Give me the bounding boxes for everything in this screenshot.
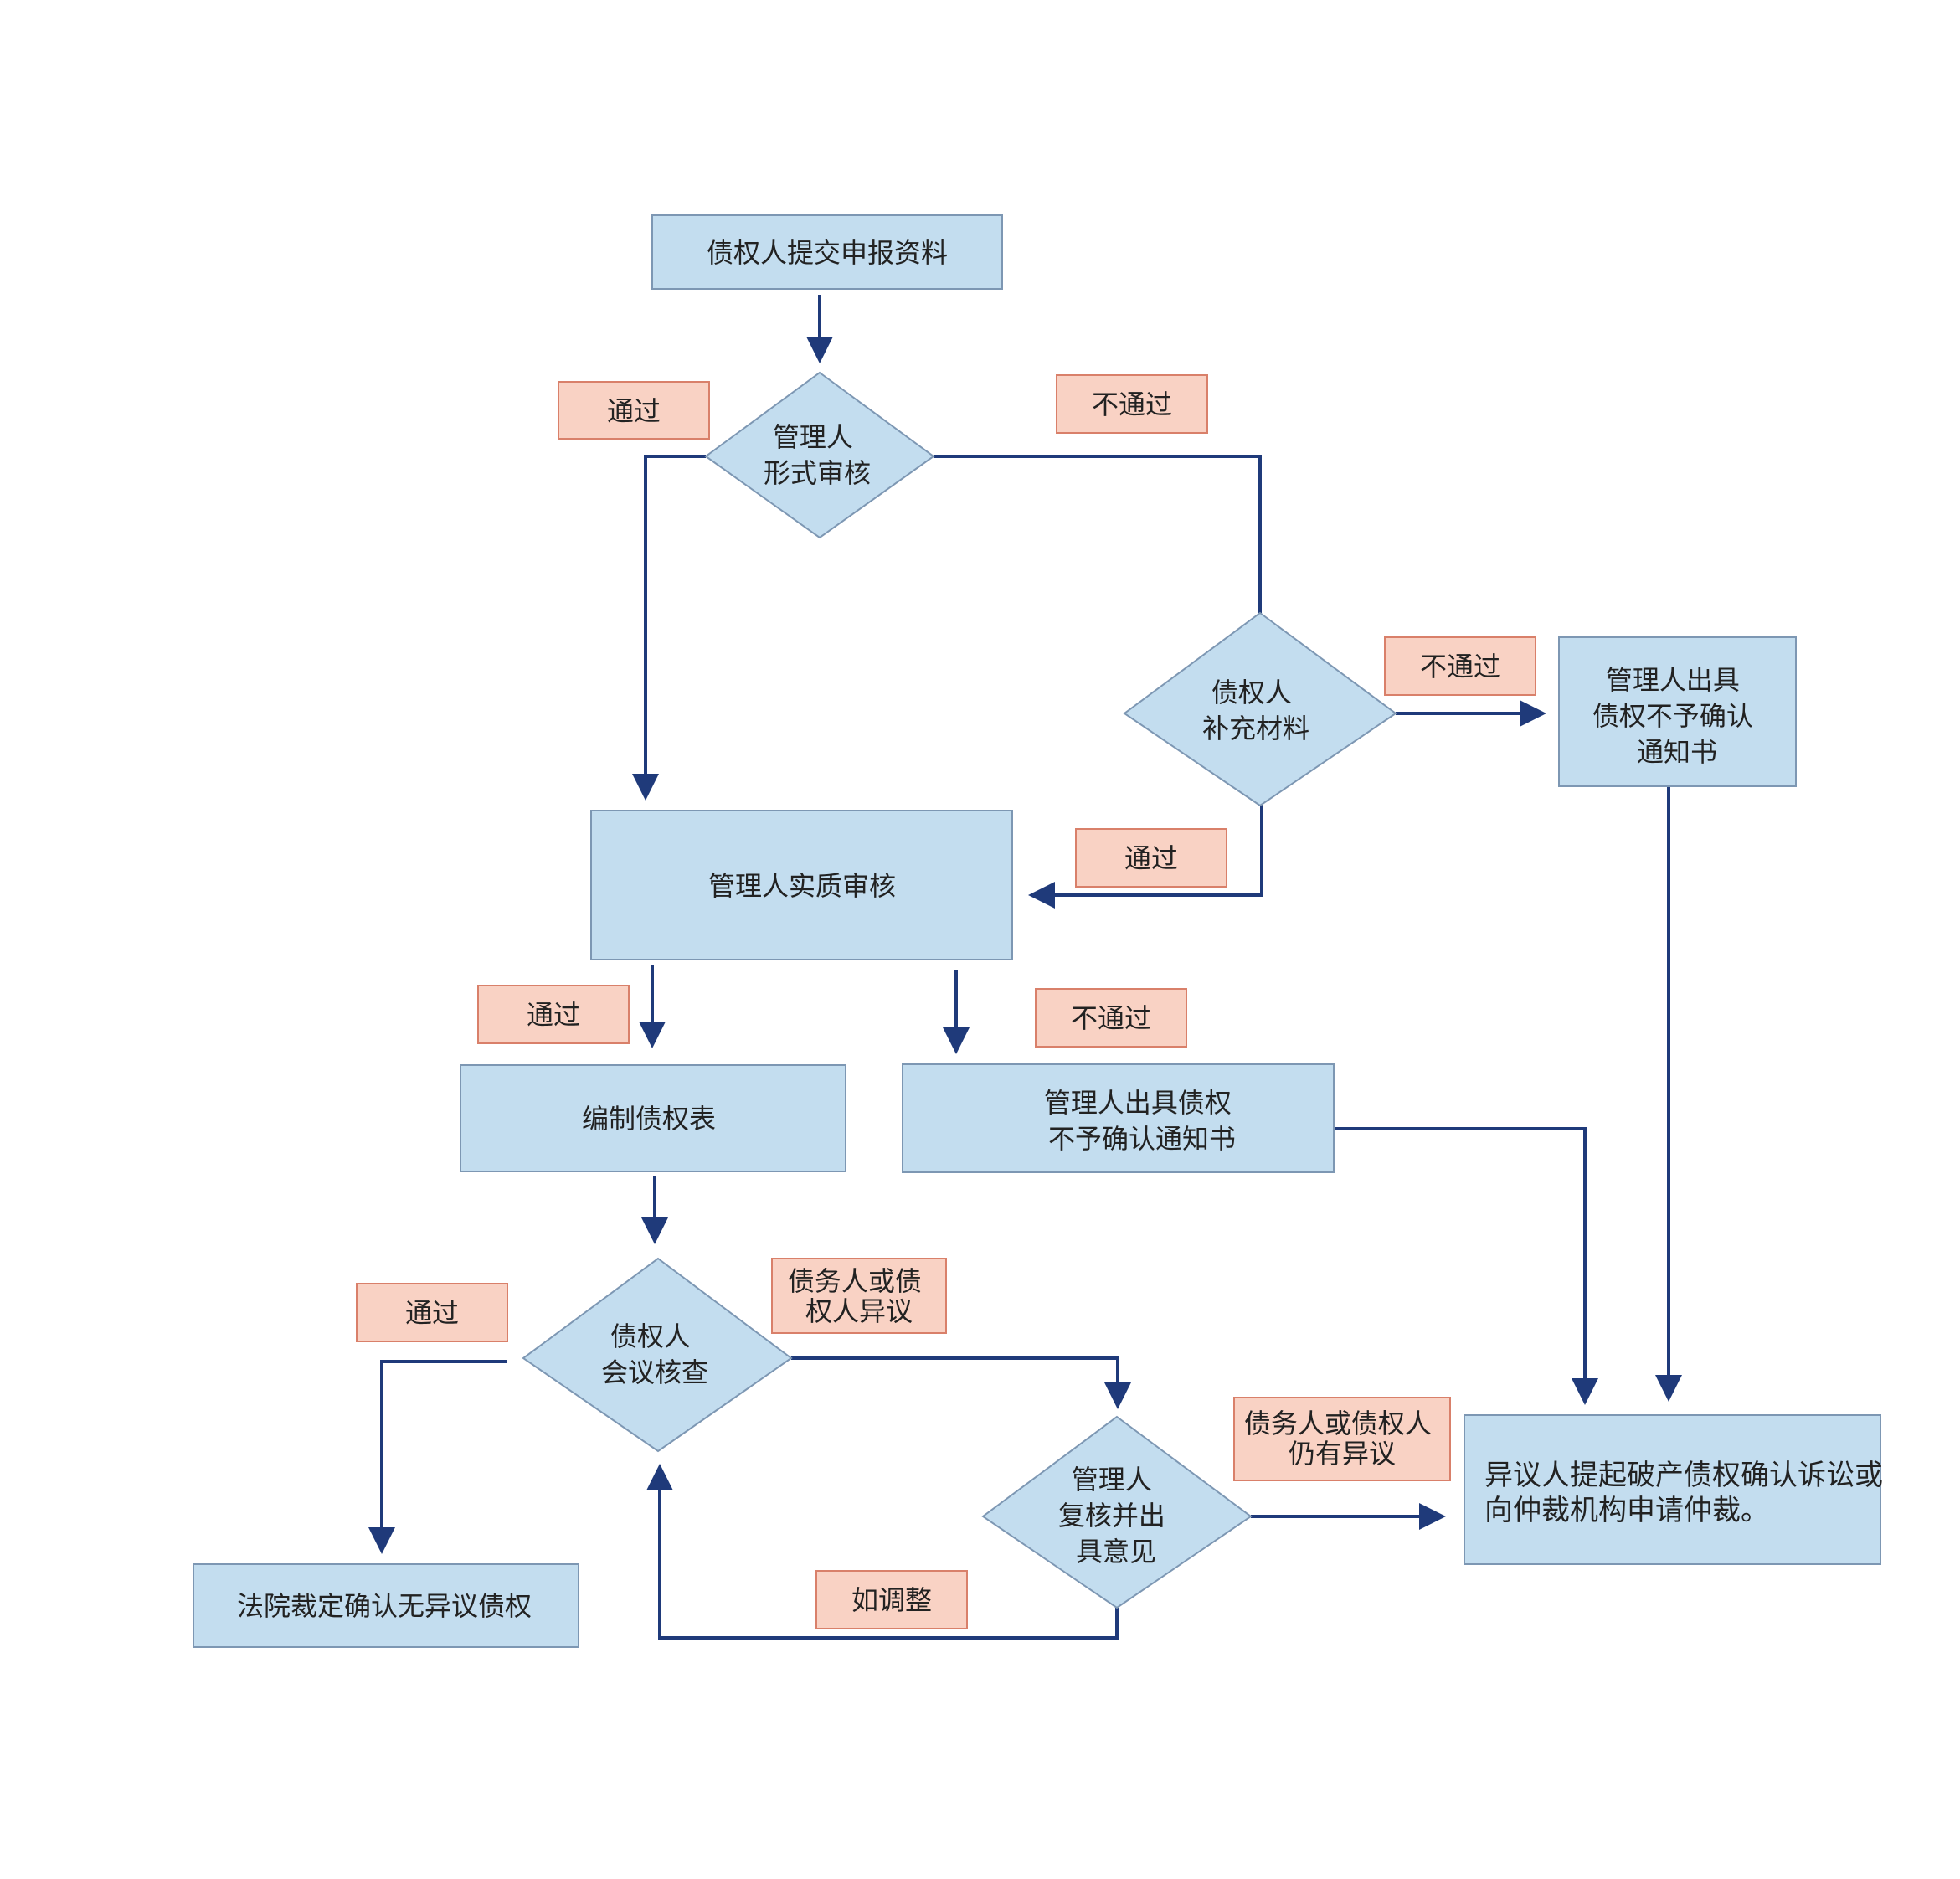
node-recheck: 管理人 复核并出 具意见 [981, 1415, 1253, 1609]
label-substantive-pass: 通过 [477, 985, 630, 1044]
label-text: 通过 [1124, 842, 1178, 874]
node-court: 法院裁定确认无异议债权 [193, 1563, 579, 1648]
label-formal-pass: 通过 [558, 381, 710, 440]
node-text: 管理人出具债权 不予确认通知书 [1044, 1087, 1240, 1155]
label-text: 债务人或债权人 仍有异议 [1244, 1408, 1440, 1470]
node-text: 管理人 形式审核 [764, 421, 871, 489]
node-text: 法院裁定确认无异议债权 [237, 1590, 532, 1622]
label-supplement-pass: 通过 [1075, 828, 1227, 888]
label-substantive-fail: 不通过 [1035, 988, 1187, 1048]
edge-meeting-pass-to-court [368, 1360, 507, 1554]
label-supplement-fail: 不通过 [1384, 636, 1536, 696]
node-text: 异议人提起破产债权确认诉讼或 向仲裁机构申请仲裁。 [1484, 1459, 1892, 1527]
node-text: 债权人 补充材料 [1202, 677, 1309, 744]
edge-meeting-objection-to-recheck [791, 1356, 1131, 1409]
edge-formal-fail-to-supplement [934, 455, 1262, 613]
label-text: 不通过 [1092, 389, 1172, 420]
edge-notice-middle-to-lawsuit [1335, 1127, 1598, 1405]
label-text: 债务人或债 权人异议 [788, 1265, 930, 1327]
label-text: 通过 [527, 999, 580, 1031]
node-creditor-meeting: 债权人 会议核查 [522, 1257, 793, 1453]
node-notice-right: 管理人出具 债权不予确认 通知书 [1558, 636, 1797, 787]
edge-recheck-adjust-to-meeting [646, 1464, 1119, 1640]
connectors [368, 295, 1682, 1640]
node-substantive-review: 管理人实质审核 [590, 810, 1013, 960]
label-meeting-objection: 债务人或债 权人异议 [771, 1258, 947, 1334]
node-text: 管理人实质审核 [708, 870, 896, 902]
label-if-adjusted: 如调整 [815, 1570, 968, 1629]
edge-supplement-pass-to-substantive [1028, 804, 1263, 909]
node-lawsuit: 异议人提起破产债权确认诉讼或 向仲裁机构申请仲裁。 [1464, 1414, 1892, 1565]
node-text: 管理人出具 债权不予确认 通知书 [1592, 664, 1762, 768]
node-submit: 债权人提交申报资料 [651, 214, 1003, 290]
label-text: 通过 [405, 1297, 459, 1329]
label-text: 如调整 [851, 1584, 932, 1616]
node-text: 管理人 复核并出 具意见 [1058, 1464, 1174, 1568]
node-formal-review: 管理人 形式审核 [704, 371, 935, 539]
node-text: 债权人提交申报资料 [707, 237, 948, 269]
label-meeting-pass: 通过 [356, 1283, 508, 1342]
label-text: 不通过 [1420, 651, 1500, 682]
node-notice-middle: 管理人出具债权 不予确认通知书 [902, 1063, 1335, 1173]
node-text: 债权人 会议核查 [601, 1320, 708, 1388]
node-compile-table: 编制债权表 [460, 1064, 846, 1172]
label-formal-fail: 不通过 [1056, 374, 1208, 434]
node-supplement: 债权人 补充材料 [1123, 611, 1397, 807]
edge-formal-pass-to-substantive [632, 455, 706, 801]
label-text: 不通过 [1071, 1002, 1151, 1034]
label-text: 通过 [607, 395, 661, 427]
node-text: 编制债权表 [582, 1103, 716, 1135]
label-still-objection: 债务人或债权人 仍有异议 [1233, 1397, 1451, 1481]
